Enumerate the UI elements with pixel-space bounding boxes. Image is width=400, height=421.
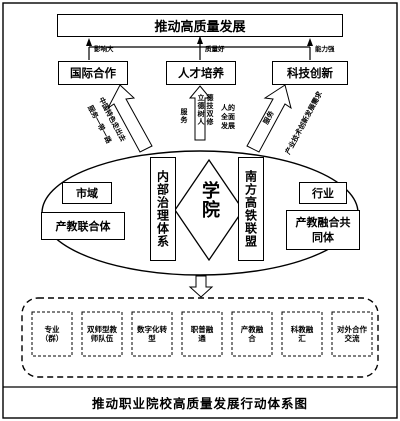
caption-center: 质量好 (205, 45, 225, 53)
bottom-item-dual-teacher: 双师型教师队伍 (87, 325, 117, 343)
footer-title: 推动职业院校高质量发展行动体系图 (91, 396, 308, 411)
center-arrow-text-a: 立德树人 (197, 94, 205, 126)
bottom-item-digital: 数字化转型 (137, 325, 167, 343)
center-arrow-text-d: 人的全面发展 (221, 104, 235, 130)
box-talent-cultivation: 人才培养 (166, 61, 236, 85)
bottom-item-science-education: 科教融汇 (290, 325, 314, 343)
hollow-arrow-down (188, 275, 214, 298)
center-arrow-text-c: 服务 (180, 108, 188, 124)
box-industry-education-community: 产教融合共同体 (286, 210, 360, 250)
box-internal-governance: 内部治理体系 (150, 157, 176, 261)
box-city-region: 市域 (62, 182, 112, 204)
center-arrow-text-b: 德技双修 (206, 94, 214, 126)
footer-title-row: 推动职业院校高质量发展行动体系图 (3, 387, 397, 418)
bottom-item-industry-education: 产教融合 (240, 325, 264, 343)
bottom-item-foreign-exchange: 对外合作交流 (337, 325, 367, 343)
arrowhead-center (197, 36, 203, 44)
caption-left: 影响大 (94, 45, 114, 53)
arrowhead-left (86, 38, 92, 46)
caption-right: 能力强 (315, 45, 335, 53)
arrowhead-right (307, 38, 313, 46)
bottom-dashed-container (21, 297, 379, 378)
box-industry-education-consortium: 产教联合体 (41, 212, 125, 240)
box-southern-hsr-alliance: 南方高铁联盟 (238, 157, 264, 261)
bottom-item-borders (31, 311, 373, 357)
center-diamond (174, 158, 244, 262)
box-international-cooperation: 国际合作 (58, 61, 128, 85)
top-title: 推动高质量发展 (154, 20, 246, 35)
hollow-arrow-center (188, 85, 212, 141)
hollow-arrow-left (107, 84, 153, 153)
hollow-arrow-right (246, 84, 292, 153)
box-industry: 行业 (299, 182, 347, 204)
bottom-item-vocational-general: 职普融通 (190, 325, 214, 343)
top-title-box: 推动高质量发展 (57, 14, 343, 37)
bottom-item-major: 专业（群） (40, 325, 64, 343)
college-label: 学院 (199, 181, 220, 219)
box-tech-innovation: 科技创新 (272, 61, 348, 85)
